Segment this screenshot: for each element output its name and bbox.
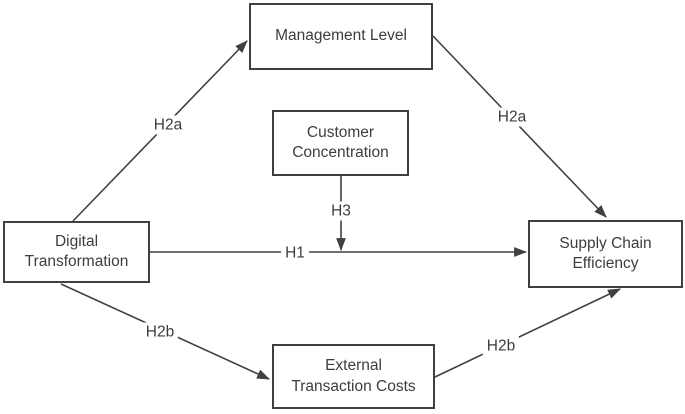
node-digital-transformation-label: Digital Transformation	[24, 232, 129, 270]
node-digital-transformation: Digital Transformation	[3, 221, 150, 283]
node-customer-concentration: Customer Concentration	[272, 110, 409, 176]
edge-label-h2b-right: H2b	[482, 336, 520, 356]
node-supply-chain-efficiency-label: Supply Chain Efficiency	[559, 234, 652, 272]
node-management-level: Management Level	[249, 3, 433, 70]
node-external-transaction-costs-label: External Transaction Costs	[291, 357, 416, 395]
edge-label-h2a-left: H2a	[149, 115, 187, 135]
edge-label-h3: H3	[327, 201, 355, 221]
edge-label-h1: H1	[281, 243, 309, 263]
node-external-transaction-costs: External Transaction Costs	[272, 344, 435, 409]
edge-h2b-right-line	[434, 288, 621, 378]
edge-label-h2a-right: H2a	[493, 107, 531, 127]
node-supply-chain-efficiency: Supply Chain Efficiency	[528, 220, 683, 288]
node-management-level-label: Management Level	[275, 27, 407, 45]
node-customer-concentration-label: Customer Concentration	[292, 123, 389, 161]
edge-label-h2b-left: H2b	[141, 322, 179, 342]
